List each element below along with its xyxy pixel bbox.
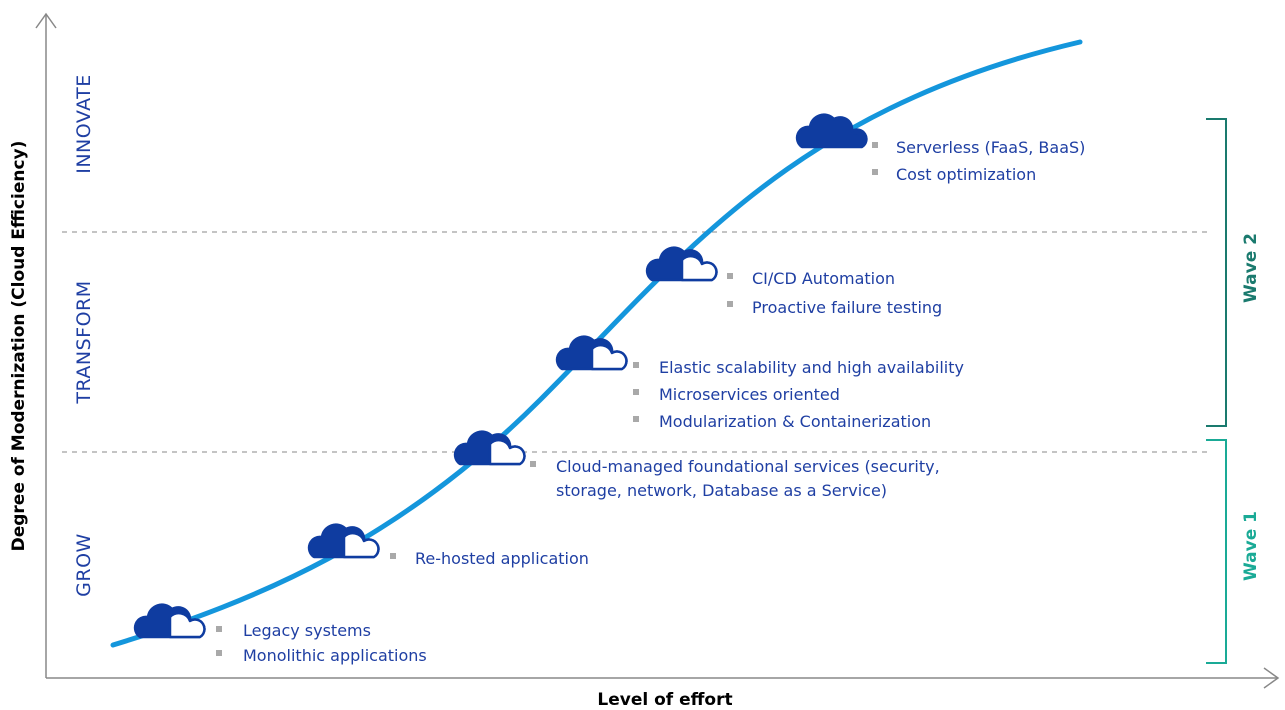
bullet-text: Proactive failure testing [752, 298, 942, 317]
bullet-marker [216, 626, 222, 632]
cloud-icon [453, 430, 526, 466]
y-axis-arrow [35, 12, 57, 29]
bullet-text: Re-hosted application [415, 549, 589, 568]
bullet-marker [872, 169, 878, 175]
wave-1-bracket-line [1206, 439, 1227, 664]
axes [35, 12, 1280, 689]
bullet-text: CI/CD Automation [752, 269, 895, 288]
cloud-icon [133, 603, 206, 639]
bullet-text: Cloud-managed foundational services (sec… [556, 457, 940, 476]
stage-1-bullets: Legacy systems Monolithic applications [216, 621, 427, 665]
zone-label-grow: GROW [73, 533, 95, 597]
bullet-marker [633, 362, 639, 368]
bullet-marker [727, 301, 733, 307]
bullet-marker [633, 416, 639, 422]
stage-5-bullets: CI/CD Automation Proactive failure testi… [727, 269, 942, 317]
bullet-text: Legacy systems [243, 621, 371, 640]
bullet-text: Microservices oriented [659, 385, 840, 404]
bullet-text: Modularization & Containerization [659, 412, 931, 431]
cloud-icon [645, 246, 718, 282]
bullet-marker [530, 461, 536, 467]
bullet-text: Serverless (FaaS, BaaS) [896, 138, 1085, 157]
y-axis-title: Degree of Modernization (Cloud Efficienc… [9, 141, 29, 552]
wave-2-bracket-line [1206, 118, 1227, 427]
stage-6-bullets: Serverless (FaaS, BaaS) Cost optimizatio… [872, 138, 1085, 184]
wave-2-label: Wave 2 [1241, 233, 1261, 303]
wave-1-label: Wave 1 [1241, 511, 1261, 581]
stage-4-bullets: Elastic scalability and high availabilit… [633, 358, 964, 431]
cloud-icon [795, 113, 868, 149]
bullet-marker [216, 650, 222, 656]
cloud-icon [307, 523, 380, 559]
stage-2-bullets: Re-hosted application [390, 549, 589, 568]
bullet-text: Monolithic applications [243, 646, 427, 665]
bullet-text: Elastic scalability and high availabilit… [659, 358, 964, 377]
bullet-text: Cost optimization [896, 165, 1036, 184]
stage-3-bullets: Cloud-managed foundational services (sec… [530, 457, 940, 500]
x-axis-arrow [1263, 667, 1280, 689]
modernization-curve [110, 39, 1083, 648]
cloud-icon [555, 335, 628, 371]
bullet-marker [390, 553, 396, 559]
bullet-marker [633, 389, 639, 395]
zone-label-transform: TRANSFORM [73, 280, 95, 404]
bullet-marker [727, 273, 733, 279]
bullet-marker [872, 142, 878, 148]
zone-label-innovate: INNOVATE [73, 74, 95, 174]
x-axis-title: Level of effort [597, 690, 732, 710]
bullet-text: storage, network, Database as a Service) [556, 481, 887, 500]
wave-2-bracket: Wave 2 [1206, 118, 1261, 427]
wave-1-bracket: Wave 1 [1206, 439, 1261, 664]
